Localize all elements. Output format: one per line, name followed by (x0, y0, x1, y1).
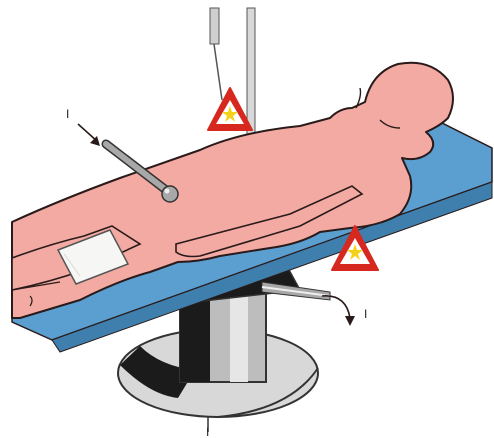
current-bottom-marker: I (206, 425, 209, 438)
current-in-arrow: I (66, 107, 100, 146)
current-marker-bottom: I (206, 425, 209, 438)
current-marker-exit: I (364, 307, 367, 321)
warning-triangle-burn-icon (208, 88, 252, 130)
current-out-arrow: I (322, 296, 367, 326)
current-marker-entry: I (66, 107, 69, 121)
